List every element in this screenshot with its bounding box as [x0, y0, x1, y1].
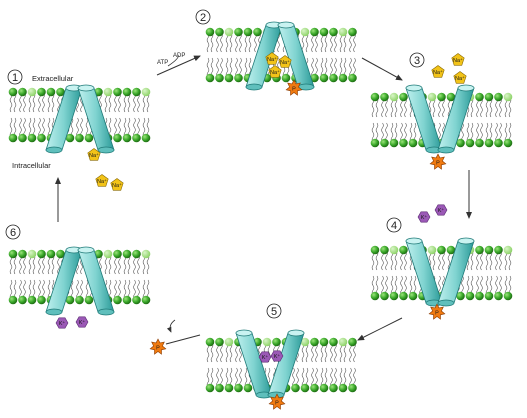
phosphate-group: P	[429, 153, 447, 170]
potassium-label: K⁺	[59, 320, 66, 327]
sodium-label: Na⁺	[455, 75, 465, 82]
sodium-label: Na⁺	[453, 57, 463, 64]
pump-protein-step-2	[245, 21, 315, 91]
pump-protein-step-5	[235, 329, 305, 399]
phosphate-label: P	[436, 161, 440, 167]
svg-text:2: 2	[200, 12, 206, 24]
potassium-ion: K⁺	[270, 350, 284, 362]
sodium-ion: Na⁺	[265, 52, 279, 65]
pump-protein-step-4	[405, 237, 475, 307]
sodium-ion: Na⁺	[431, 65, 445, 78]
arrow-1-to-2	[156, 55, 201, 76]
sodium-ion: Na⁺	[278, 55, 292, 68]
step-number-5: 5	[266, 303, 282, 319]
phosphate-group: P	[149, 338, 167, 355]
pump-protein-step-3	[405, 84, 475, 154]
sodium-label: Na⁺	[97, 178, 107, 185]
svg-text:3: 3	[414, 55, 420, 67]
svg-text:5: 5	[271, 306, 277, 318]
sodium-ion: Na⁺	[451, 53, 465, 66]
potassium-label: K⁺	[262, 354, 269, 361]
phosphate-group: P	[285, 79, 303, 96]
potassium-label: K⁺	[79, 319, 86, 326]
step-number-3: 3	[409, 52, 425, 68]
step-number-4: 4	[386, 217, 402, 233]
sodium-label: Na⁺	[112, 182, 122, 189]
atp-hydrolysis-curve	[167, 54, 179, 67]
sodium-ion: Na⁺	[268, 65, 282, 78]
adp-label: ADP	[173, 53, 185, 59]
potassium-label: K⁺	[438, 207, 445, 214]
sodium-label: Na⁺	[270, 69, 280, 76]
step-number-2: 2	[195, 9, 211, 25]
sodium-label: Na⁺	[267, 56, 277, 63]
sodium-ion: Na⁺	[87, 148, 101, 161]
atp-adp-annotation: ATP ADP	[157, 53, 185, 67]
phosphate-label: P	[435, 311, 439, 317]
svg-text:1: 1	[12, 72, 18, 84]
arrow-4-to-5	[357, 317, 403, 341]
sodium-label: Na⁺	[89, 152, 99, 159]
sodium-ion: Na⁺	[95, 174, 109, 187]
potassium-label: K⁺	[421, 214, 428, 221]
sodium-label: Na⁺	[280, 59, 290, 66]
step-number-1: 1	[7, 69, 23, 85]
arrow-2-to-3	[361, 57, 403, 81]
potassium-ion: K⁺	[417, 211, 431, 223]
potassium-ion: K⁺	[434, 204, 448, 216]
potassium-ion: K⁺	[75, 316, 89, 328]
intracellular-label: Intracellular	[12, 161, 51, 170]
sodium-ion: Na⁺	[453, 71, 467, 84]
pump-protein-step-1	[45, 84, 115, 154]
cycle-arrows	[55, 55, 472, 345]
svg-text:4: 4	[391, 220, 397, 232]
phosphate-label: P	[292, 87, 296, 93]
step-number-6: 6	[5, 224, 21, 240]
phosphate-label: P	[156, 346, 160, 352]
arrow-5-to-6	[165, 334, 201, 345]
sodium-ion: Na⁺	[110, 178, 124, 191]
svg-text:6: 6	[10, 227, 16, 239]
phosphate-group: P	[428, 303, 446, 320]
extracellular-label: Extracellular	[32, 74, 74, 83]
potassium-label: K⁺	[274, 353, 281, 360]
phosphate-release-arrow	[166, 319, 176, 333]
phosphate-label: P	[275, 401, 279, 407]
membrane-step-5	[205, 337, 357, 393]
phosphate-group: P	[268, 393, 286, 410]
pump-protein-step-6	[45, 246, 115, 316]
potassium-ion: K⁺	[55, 317, 69, 329]
potassium-ion: K⁺	[258, 351, 272, 363]
atp-label: ATP	[157, 60, 168, 66]
sodium-label: Na⁺	[433, 69, 443, 76]
